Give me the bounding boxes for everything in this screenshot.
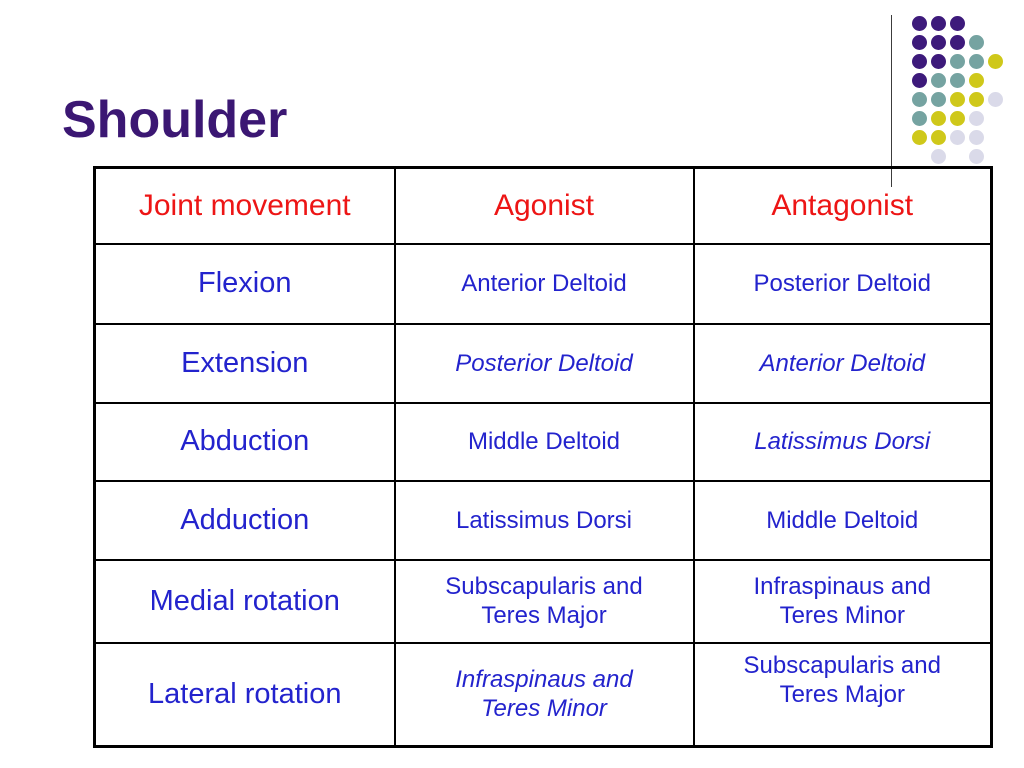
dot-icon: [969, 54, 984, 69]
table-cell-agonist: Latissimus Dorsi: [393, 479, 695, 561]
dot-icon: [950, 111, 965, 126]
slide-title: Shoulder: [62, 91, 288, 149]
dot-icon: [931, 149, 946, 164]
dot-icon: [931, 111, 946, 126]
dot-icon: [931, 16, 946, 31]
table-cell-antagonist: Anterior Deltoid: [692, 322, 993, 404]
table-cell-antagonist: Latissimus Dorsi: [692, 401, 993, 482]
dot-icon: [950, 35, 965, 50]
table-cell-antagonist: Middle Deltoid: [692, 479, 993, 561]
dot-icon: [950, 16, 965, 31]
dot-icon: [969, 111, 984, 126]
dot-icon: [950, 73, 965, 88]
dot-spacer: [988, 130, 1003, 145]
table-cell-antagonist: Posterior Deltoid: [692, 242, 993, 325]
dot-icon: [931, 73, 946, 88]
table-cell-movement: Medial rotation: [93, 558, 396, 644]
dot-icon: [950, 130, 965, 145]
header-antagonist: Antagonist: [692, 166, 993, 245]
dot-icon: [969, 130, 984, 145]
dot-spacer: [988, 111, 1003, 126]
table-cell-agonist: Anterior Deltoid: [393, 242, 695, 325]
shoulder-muscle-table: Joint movement Agonist Antagonist Flexio…: [93, 166, 993, 748]
dot-icon: [969, 35, 984, 50]
table-cell-movement: Extension: [93, 322, 396, 404]
dot-icon: [950, 92, 965, 107]
table-header-row: Joint movement Agonist Antagonist: [93, 166, 993, 245]
dot-icon: [912, 54, 927, 69]
dot-spacer: [950, 149, 965, 164]
table-cell-movement: Adduction: [93, 479, 396, 561]
dot-icon: [969, 149, 984, 164]
dot-icon: [912, 92, 927, 107]
dot-spacer: [969, 16, 984, 31]
dot-icon: [912, 16, 927, 31]
table-cell-agonist: Posterior Deltoid: [393, 322, 695, 404]
dot-icon: [969, 92, 984, 107]
table-cell-movement: Abduction: [93, 401, 396, 482]
dot-spacer: [912, 149, 927, 164]
table-body: Joint movement Agonist Antagonist Flexio…: [93, 166, 993, 748]
dot-icon: [912, 130, 927, 145]
decorative-vertical-rule: [891, 15, 892, 187]
dot-icon: [931, 54, 946, 69]
dot-spacer: [988, 16, 1003, 31]
dot-icon: [931, 35, 946, 50]
dot-pattern-decoration: [910, 14, 1005, 166]
dot-spacer: [988, 149, 1003, 164]
table-cell-agonist: Middle Deltoid: [393, 401, 695, 482]
dot-icon: [988, 54, 1003, 69]
dot-icon: [912, 35, 927, 50]
dot-spacer: [988, 35, 1003, 50]
dot-icon: [912, 111, 927, 126]
dot-icon: [950, 54, 965, 69]
table-cell-movement: Lateral rotation: [93, 641, 396, 748]
table-cell-movement: Flexion: [93, 242, 396, 325]
header-joint-movement: Joint movement: [93, 166, 396, 245]
header-agonist: Agonist: [393, 166, 695, 245]
dot-icon: [912, 73, 927, 88]
dot-icon: [969, 73, 984, 88]
dot-spacer: [988, 73, 1003, 88]
dot-icon: [931, 130, 946, 145]
dot-icon: [931, 92, 946, 107]
dot-icon: [988, 92, 1003, 107]
